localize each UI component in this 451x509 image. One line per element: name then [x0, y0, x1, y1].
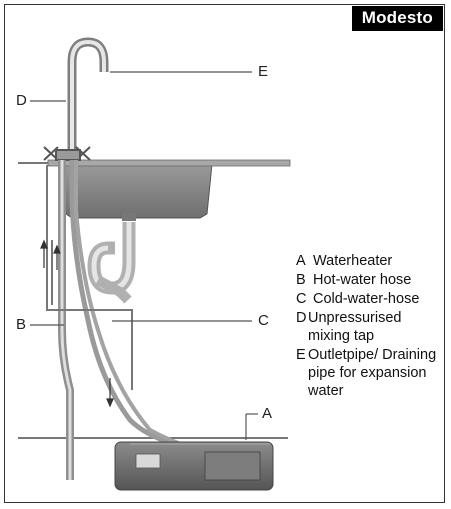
- product-title-badge: Modesto: [351, 6, 443, 31]
- legend-text: Unpressurised mixing tap: [308, 310, 402, 344]
- legend-key: B: [296, 272, 306, 288]
- callout-label-d: D: [16, 92, 27, 109]
- flow-arrows: [40, 239, 114, 408]
- legend-key: E: [296, 347, 306, 363]
- callout-label-e: E: [258, 63, 269, 80]
- sink-basin: [47, 159, 291, 221]
- legend-item-b: B Hot-water hose: [296, 271, 446, 289]
- hose-loop: [46, 165, 133, 390]
- tap-spout: [67, 37, 109, 152]
- callout-label-c: C: [258, 312, 269, 329]
- tap-handles: [43, 146, 91, 161]
- water-heater: [114, 441, 274, 491]
- legend-item-e: E Outletpipe/ Draining pipe for expansio…: [296, 346, 446, 400]
- callout-label-a: A: [262, 405, 273, 422]
- legend-item-d: D Unpressurised mixing tap: [296, 309, 446, 345]
- legend-text: Cold-water-hose: [313, 291, 420, 307]
- callout-lines: [30, 71, 258, 440]
- legend-text: Hot-water hose: [313, 272, 412, 288]
- legend: A Waterheater B Hot-water hose C Cold-wa…: [296, 252, 446, 401]
- legend-key: C: [296, 291, 307, 307]
- legend-item-a: A Waterheater: [296, 252, 446, 270]
- legend-text: Outletpipe/ Draining pipe for expansion …: [308, 347, 437, 399]
- legend-key: D: [296, 310, 307, 326]
- legend-item-c: C Cold-water-hose: [296, 290, 446, 308]
- drain-trap: [87, 222, 136, 304]
- legend-key: A: [296, 253, 306, 269]
- legend-text: Waterheater: [313, 253, 393, 269]
- callout-label-b: B: [16, 316, 27, 333]
